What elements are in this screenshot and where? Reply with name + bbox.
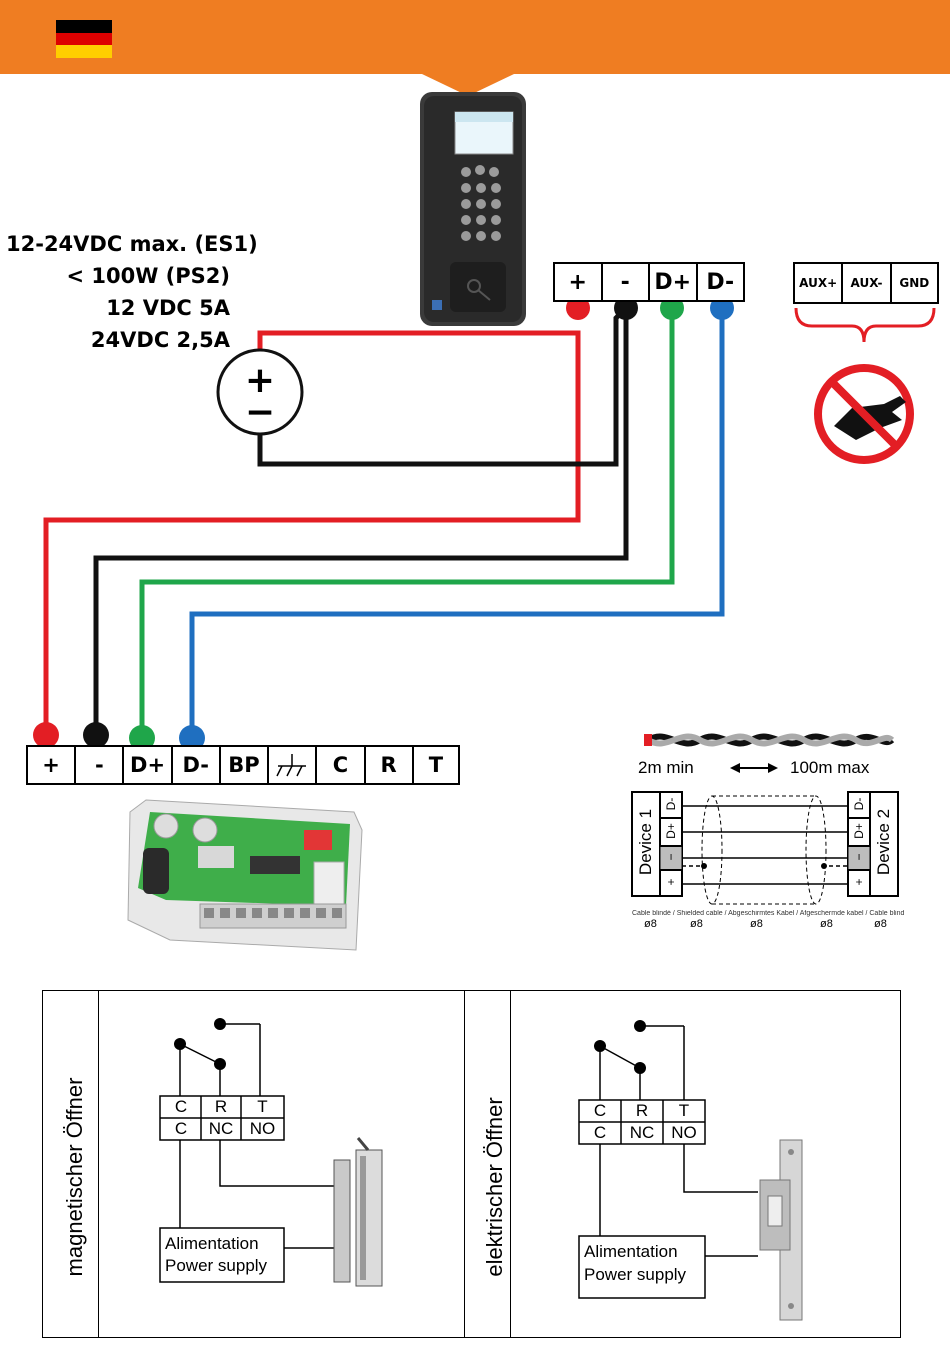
controller-board-image bbox=[127, 799, 363, 951]
aux-bracket bbox=[794, 307, 936, 343]
power-spec-line4: 24VDC 2,5A bbox=[90, 328, 230, 352]
reader-terminal-dminus: D- bbox=[706, 269, 735, 295]
diameter-label-3: ø8 bbox=[750, 918, 763, 930]
controller-terminal-c: C bbox=[317, 747, 366, 783]
device2-label: Device 2 bbox=[874, 808, 893, 876]
power-spec-line2: < 100W (PS2) bbox=[66, 264, 230, 288]
flag-stripe-gold bbox=[56, 45, 112, 58]
wire-red bbox=[43, 330, 581, 735]
wire-blue bbox=[189, 308, 725, 738]
reader-terminal-block: + - D+ D- bbox=[553, 262, 745, 302]
magnetic-psu-label-en: Power supply bbox=[165, 1256, 268, 1275]
twisted-cable-image bbox=[644, 733, 895, 747]
controller-terminal-dplus: D+ bbox=[124, 747, 173, 783]
device-cable-diagram bbox=[631, 791, 899, 905]
cable-max-length: 100m max bbox=[790, 758, 870, 777]
dot-green-bottom bbox=[129, 725, 155, 751]
diameter-label-1: ø8 bbox=[644, 918, 657, 930]
controller-terminal-block: + - D+ D- BP C R T bbox=[26, 745, 460, 785]
dot-black-top bbox=[614, 296, 638, 320]
magnetic-relay-label-c: C bbox=[174, 1097, 188, 1116]
divider-middle bbox=[464, 991, 465, 1337]
electric-relay-label-c: C bbox=[593, 1101, 607, 1120]
power-spec-line1: 12-24VDC max. (ES1) bbox=[6, 232, 258, 256]
aux-terminal-aux-minus: AUX- bbox=[843, 264, 892, 302]
psu-plus-symbol: + bbox=[245, 360, 275, 401]
lock-wiring-panel bbox=[42, 990, 901, 1338]
ground-icon bbox=[276, 754, 307, 777]
reader-terminal-plus: + bbox=[555, 264, 603, 300]
aux-terminal-block: AUX+ AUX- GND bbox=[793, 262, 939, 304]
aux-terminal-aux-plus: AUX+ bbox=[795, 264, 844, 302]
electric-psu-label-en: Power supply bbox=[584, 1265, 687, 1284]
diameter-label-4: ø8 bbox=[820, 918, 833, 930]
flag-stripe-red bbox=[56, 32, 112, 46]
electric-relay-label-t: T bbox=[678, 1101, 690, 1120]
reader-terminal-dplus: D+ bbox=[650, 264, 698, 300]
dot-blue-bottom bbox=[179, 725, 205, 751]
magnetic-relay-label-c2: C bbox=[174, 1119, 188, 1138]
dot-black-bottom bbox=[83, 722, 109, 748]
magnetic-psu-label-fr: Alimentation bbox=[165, 1234, 259, 1253]
device2-pin-plus: + bbox=[852, 878, 866, 886]
magnetic-relay-label-t: T bbox=[257, 1097, 268, 1116]
device1-pin-plus: + bbox=[664, 878, 678, 886]
electric-relay-label-c2: C bbox=[593, 1123, 607, 1142]
aux-terminal-gnd: GND bbox=[899, 276, 930, 290]
shielded-cable-caption: Cable blindé / Shielded cable / Abgeschi… bbox=[632, 910, 904, 917]
magnetic-lock-title: magnetischer Öffner bbox=[62, 1077, 87, 1277]
controller-terminal-t: T bbox=[428, 753, 444, 777]
dot-blue-top bbox=[710, 296, 734, 320]
dot-green-top bbox=[660, 296, 684, 320]
header-bar bbox=[0, 0, 950, 74]
controller-terminal-dminus: D- bbox=[173, 747, 221, 783]
electric-relay-label-nc: NC bbox=[629, 1123, 655, 1142]
magnetic-relay-label-no: NO bbox=[249, 1119, 276, 1138]
dot-red-top bbox=[566, 296, 590, 320]
electric-psu-label-fr: Alimentation bbox=[584, 1242, 678, 1261]
electric-relay-label-no: NO bbox=[671, 1123, 697, 1142]
wire-black bbox=[93, 308, 629, 735]
controller-terminal-ground bbox=[269, 747, 318, 783]
header-pointer bbox=[422, 74, 514, 96]
diameter-label-2: ø8 bbox=[690, 918, 703, 930]
flag-stripe-black bbox=[56, 20, 112, 33]
divider-right bbox=[510, 991, 511, 1337]
divider-left bbox=[98, 991, 99, 1337]
controller-terminal-r: R bbox=[366, 747, 414, 783]
controller-terminal-plus: + bbox=[28, 747, 77, 783]
diameter-label-5: ø8 bbox=[874, 918, 887, 930]
distance-arrow-icon bbox=[730, 763, 778, 773]
power-spec-line3: 12 VDC 5A bbox=[106, 296, 230, 320]
reader-terminal-minus: - bbox=[603, 264, 650, 300]
electric-lock-title: elektrischer Öffner bbox=[482, 1097, 507, 1277]
psu-circle bbox=[216, 348, 304, 436]
electric-relay-label-r: R bbox=[635, 1101, 649, 1120]
dot-red-bottom bbox=[33, 722, 59, 748]
controller-terminal-bp: BP bbox=[221, 747, 270, 783]
cable-min-length: 2m min bbox=[638, 758, 694, 777]
device1-pin-dminus: D- bbox=[664, 797, 678, 811]
magnetic-relay-label-r: R bbox=[214, 1097, 228, 1116]
wire-green bbox=[139, 308, 675, 738]
reader-device-image bbox=[420, 92, 526, 326]
german-flag-icon bbox=[56, 20, 112, 58]
device1-label: Device 1 bbox=[636, 808, 655, 876]
controller-terminal-minus: - bbox=[76, 747, 125, 783]
no-touch-icon bbox=[814, 364, 914, 464]
device2-pin-dminus: D- bbox=[852, 797, 866, 811]
psu-minus-symbol: − bbox=[245, 392, 275, 433]
magnetic-relay-label-nc: NC bbox=[208, 1119, 234, 1138]
